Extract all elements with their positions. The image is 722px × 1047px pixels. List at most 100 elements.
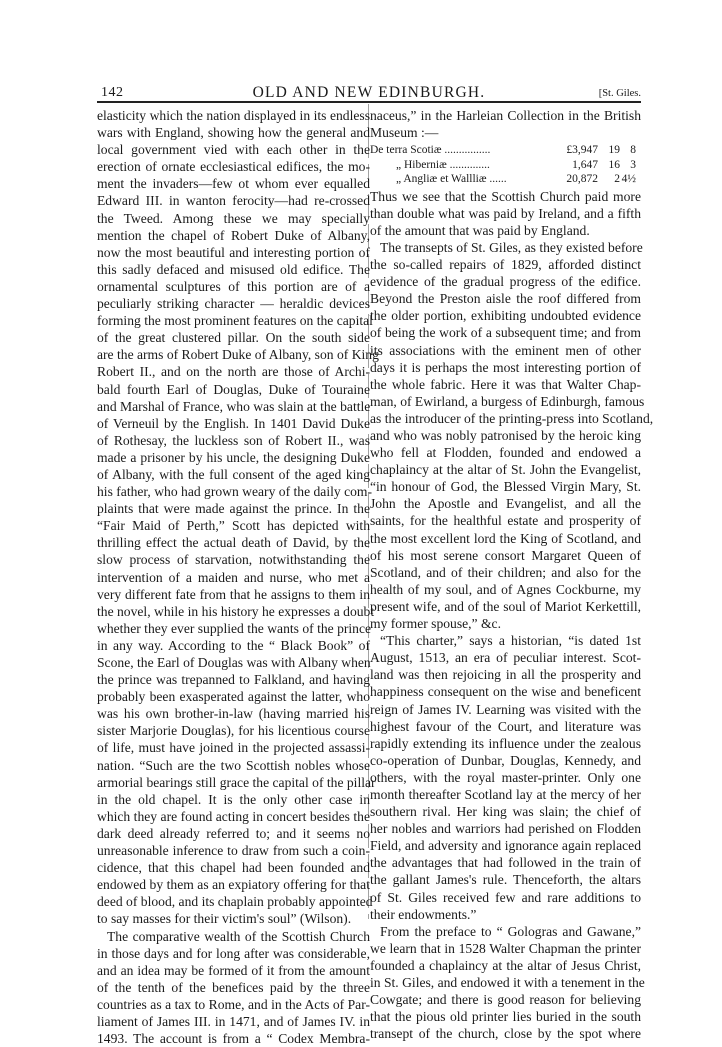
right-column: naceus,” in the Harleian Collection in t… [370, 107, 653, 1043]
text-line: elasticity which the nation displayed in… [97, 108, 370, 123]
text-line: “This charter,” says a historian, “is da… [380, 633, 641, 649]
text-line: her nobles and warriors had perished on … [370, 821, 641, 837]
left-column: elasticity which the nation displayed in… [97, 107, 379, 1047]
text-line: peculiarly striking character — heraldic… [97, 296, 370, 312]
text-line: Thus we see that the Scottish Church pai… [370, 188, 641, 204]
text-line: August, 1513, an era of peculiar interes… [370, 650, 641, 666]
text-line: reign of James IV. Learning was visited … [370, 701, 641, 717]
text-line: naceus,” in the Harleian Collection in t… [370, 108, 641, 123]
row-label: „ Angliæ et Wallliæ ...... [396, 173, 507, 186]
column-divider [368, 104, 369, 919]
text-line: 1493. The account is from a “ Codex Memb… [97, 1031, 370, 1047]
text-line: whether they ever supplied the wants of … [97, 620, 372, 636]
text-line: in the old chapel. It is the only other … [97, 791, 370, 807]
text-line: Beyond the Preston aisle the roof differ… [370, 291, 641, 307]
text-line: the whole fabric. Here it was that Walte… [370, 376, 641, 392]
text-line: the prince was trepanned to Falkland, an… [97, 672, 370, 688]
row-label: De terra Scotiæ ................ [370, 144, 491, 157]
text-line: slow process of starvation, notwithstand… [97, 552, 370, 568]
text-line: liament of James III. in 1471, and of Ja… [97, 1013, 370, 1029]
text-line: of life, must have joined in the project… [97, 740, 370, 756]
text-line: in those days and for long after was con… [97, 945, 370, 961]
text-line: of St. Giles received few and rare addit… [370, 889, 641, 905]
text-line: countries as a tax to Rome, and in the A… [97, 996, 370, 1012]
page-number: 142 [101, 85, 124, 100]
text-line: we learn that in 1528 Walter Chapman the… [370, 940, 641, 956]
text-line: local government vied with each other in… [97, 142, 370, 158]
text-line: mention the chapel of Robert Duke of Alb… [97, 227, 370, 243]
text-line: this sadly defaced and misused old edifi… [97, 261, 370, 277]
text-line: dark deed already referred to; and it se… [97, 825, 370, 841]
text-line: the most excellent lord the King of Scot… [370, 530, 641, 546]
text-line: unreasonable inference to draw from such… [97, 843, 370, 859]
text-line: erection of ornate ecclesiastical edific… [97, 159, 370, 175]
text-line: nation. “Such are the two Scottish noble… [97, 757, 370, 773]
text-line: the so-called repairs of 1829, afforded … [370, 257, 641, 273]
text-line: founded a chaplaincy at the altar of Jes… [370, 957, 641, 973]
shillings-cell: 2 [614, 173, 620, 186]
shillings-cell: 16 [608, 158, 621, 171]
text-line: thrilling effect the actual death of Dav… [97, 535, 370, 551]
text-line: of his most serene consort Margaret Quee… [370, 547, 641, 563]
text-line: co-operation of Dunbar, Douglas, Kennedy… [370, 752, 641, 768]
text-line: of the amount that was paid by England. [370, 222, 590, 238]
right-column-body: Thus we see that the Scottish Church pai… [370, 188, 653, 1043]
pence-cell: 3 [630, 158, 636, 171]
text-line: was his own brother-in-law (having marri… [97, 706, 370, 722]
text-line: which they are found acting in concert b… [97, 808, 370, 824]
text-line: intervention of a maiden and nurse, who … [97, 569, 370, 585]
text-line: endowed by them as an expiatory offering… [97, 877, 370, 893]
text-line: “Fair Maid of Perth,” Scott has depicted… [97, 518, 370, 534]
text-line: plaints that were made against the princ… [97, 501, 370, 517]
text-line: of the tenth of the benefices paid by th… [97, 979, 370, 995]
text-line: chaplaincy at the altar of St. John the … [370, 462, 641, 478]
text-line: forming the most prominent features on t… [97, 313, 373, 329]
text-line: of the great clustered pillar. On the so… [97, 330, 370, 346]
shillings-cell: 19 [608, 144, 621, 157]
text-line: ornamental sculptures of this portion ar… [97, 278, 370, 294]
text-line: John the Apostle and Evangelist, and all… [370, 496, 641, 512]
text-line: bald fourth Earl of Douglas, Duke of Tou… [97, 381, 370, 397]
text-line: The comparative wealth of the Scottish C… [107, 928, 370, 944]
text-line: land was then rejoicing in all the prosp… [370, 667, 641, 683]
text-line: Scotland, and of their children; and als… [370, 564, 641, 580]
text-line: made a prisoner by his uncle, the design… [97, 449, 370, 465]
text-line: present wife, and of the soul of Mariot … [370, 598, 641, 614]
text-line: man, of Ewirland, a burgess of Edinburgh… [370, 393, 645, 409]
text-line: in St. Giles, and endowed it with a tene… [370, 975, 645, 990]
text-line: “in honour of God, the Blessed Virgin Ma… [370, 479, 641, 495]
text-line: very different fate from that he assigns… [97, 586, 370, 602]
text-line: Robert II., and on the north are those o… [97, 364, 370, 380]
text-line: than double what was paid by Ireland, an… [370, 205, 641, 221]
text-line: their endowments.” [370, 906, 477, 922]
text-line: my former spouse,” &c. [370, 616, 501, 632]
text-line: of Rothesay, the luckless son of Robert … [97, 432, 370, 448]
text-line: are the arms of Robert Duke of Albany, s… [97, 347, 379, 363]
header-rule [97, 101, 641, 103]
text-line: the Tweed. Among these we may specially [97, 210, 370, 226]
section-label: [St. Giles. [598, 88, 641, 99]
text-line: month thereafter Scotland lay at the mer… [370, 786, 641, 802]
text-line: transept of the church, close by the spo… [370, 1026, 641, 1042]
text-line: health of my soul, and of Agnes Cockburn… [370, 581, 641, 597]
text-line: sister Marjorie Douglas), for his licent… [97, 723, 370, 739]
text-line: From the preface to “ Gologras and Gawan… [380, 923, 641, 939]
text-line: Scone, the Earl of Douglas was with Alba… [97, 655, 371, 670]
text-line: of Verneuil by the English. In 1401 Davi… [97, 415, 370, 431]
text-line: and an idea may be formed of it from the… [97, 962, 370, 978]
text-line: the advantages that had followed in the … [370, 855, 641, 871]
running-title: OLD AND NEW EDINBURGH. [252, 84, 486, 101]
pence-cell: 8 [630, 144, 636, 157]
text-line: who fell at Flodden, founded and endowed… [370, 445, 641, 461]
text-line: ment the invaders—few ot whom ever equal… [97, 176, 370, 192]
text-line: evidence of the gradual progress of the … [370, 274, 641, 290]
text-line: the novel, while in his history he expre… [97, 603, 375, 619]
text-line: Museum :— [370, 125, 439, 141]
text-line: to say masses for their victim's soul” (… [97, 911, 352, 927]
text-line: rapidly extending its influence under th… [370, 735, 641, 751]
text-line: days it is perhaps the most interesting … [370, 359, 641, 375]
text-line: others, with the royal master-printer. O… [370, 769, 641, 785]
